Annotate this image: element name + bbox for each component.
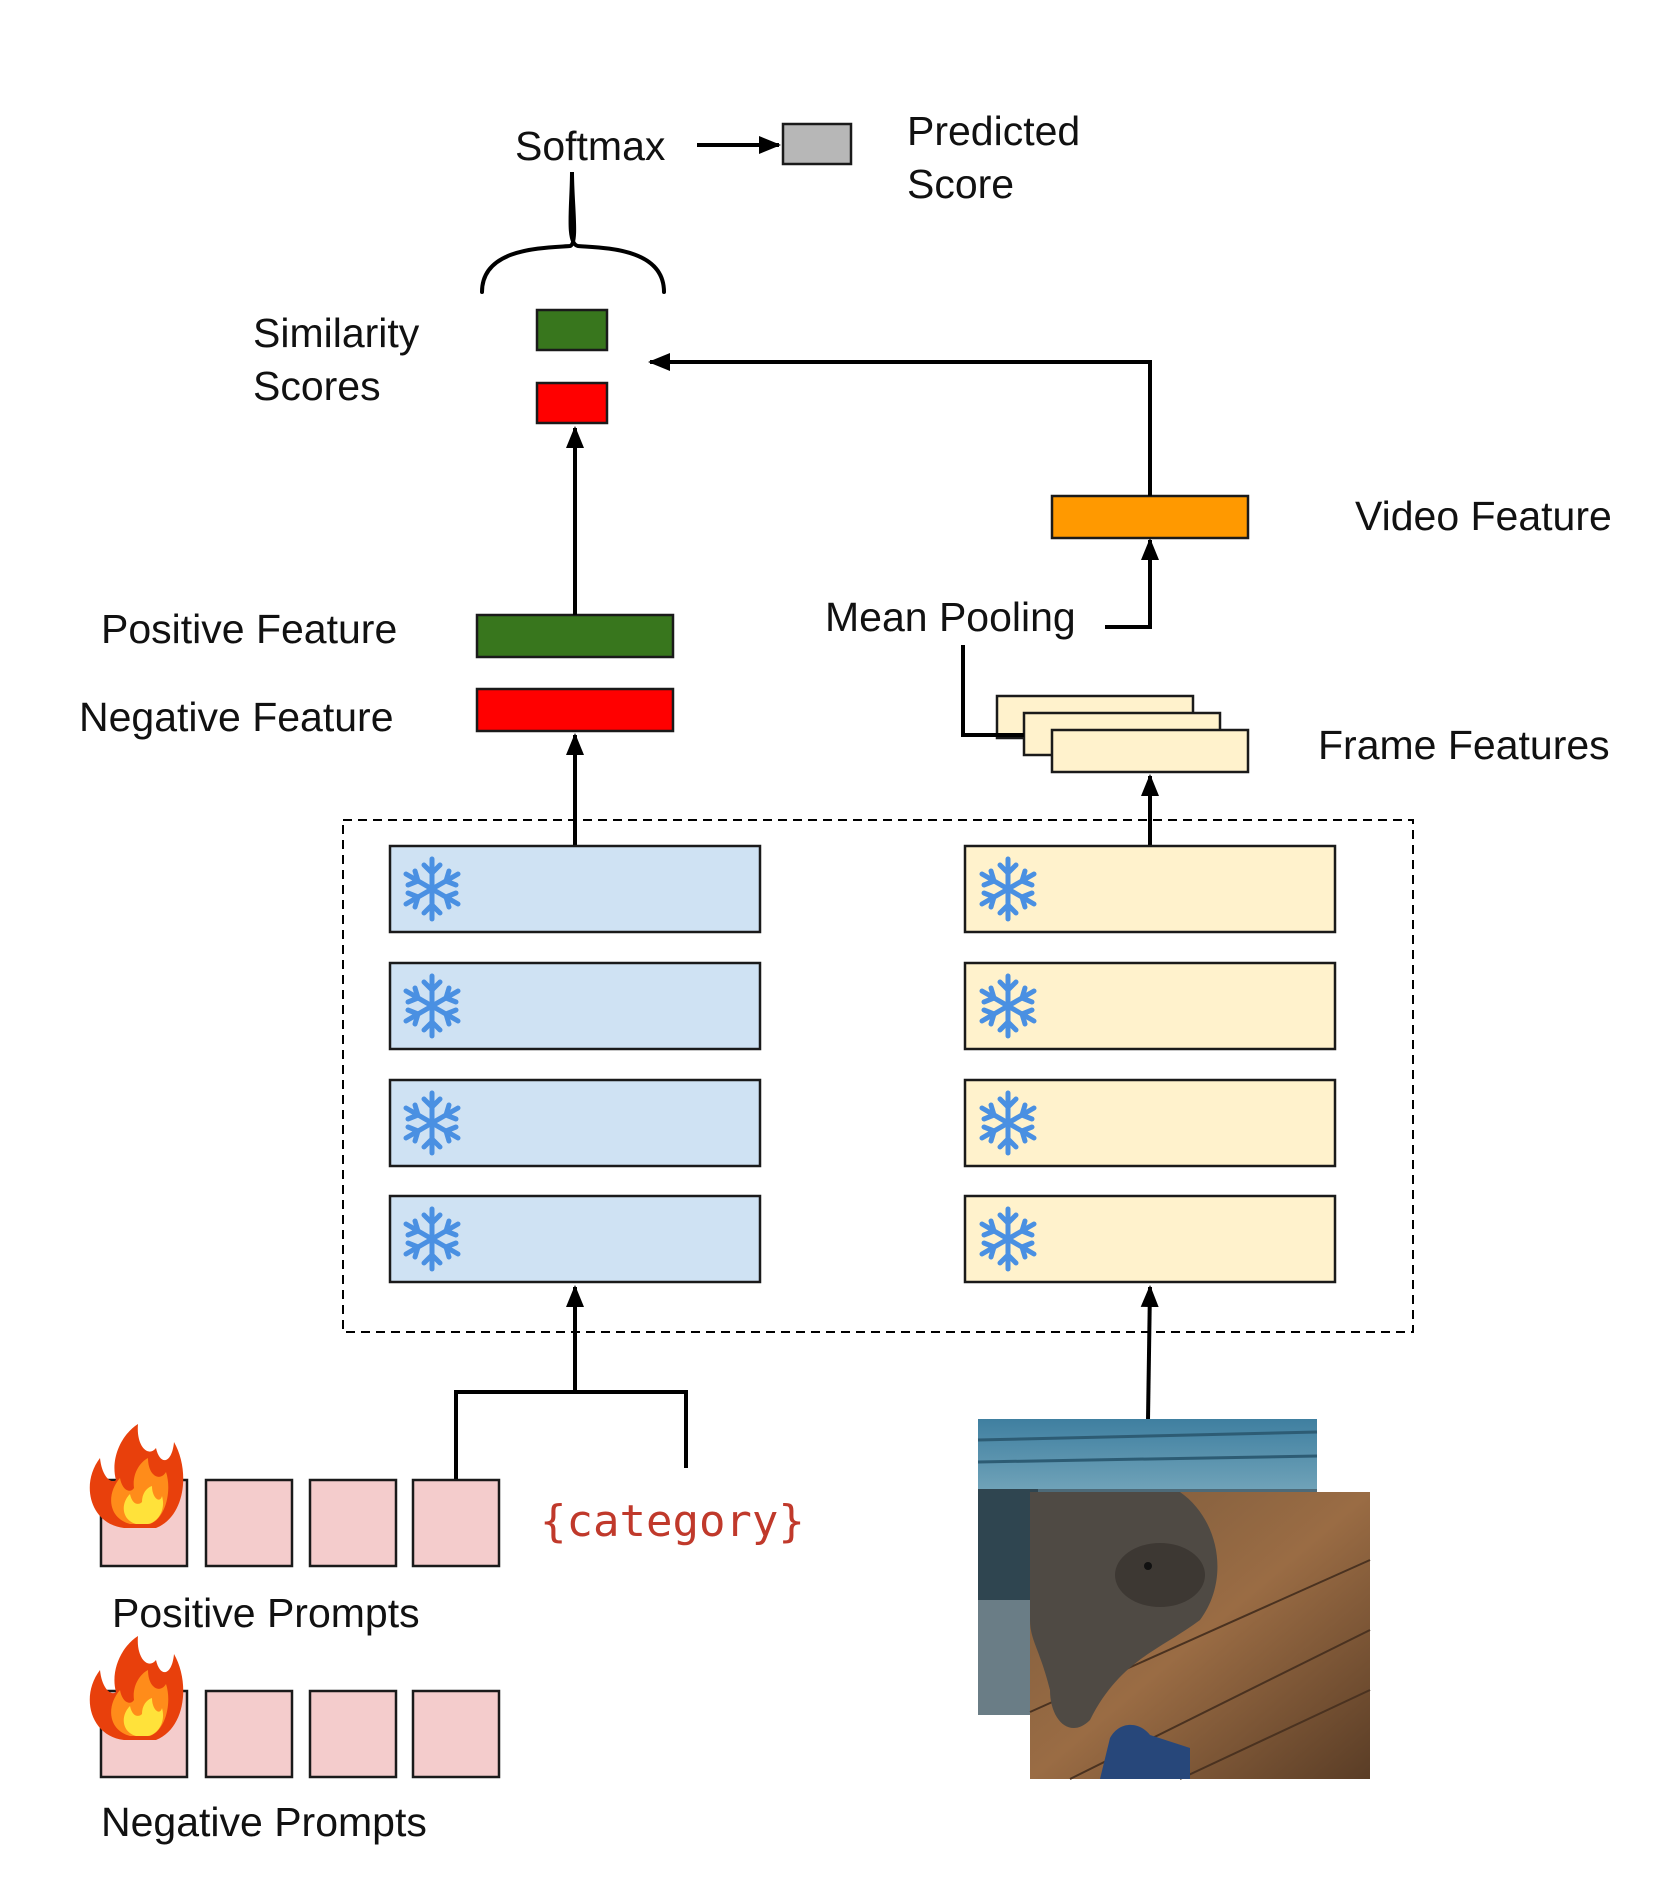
video-encoder-layer-box bbox=[963, 844, 1337, 934]
frame-feature-box-front bbox=[1050, 728, 1250, 774]
flame-icon bbox=[89, 1636, 184, 1740]
frame-features-label: Frame Features bbox=[1318, 722, 1610, 768]
video-encoder-layer bbox=[963, 1078, 1337, 1168]
predicted-score-label: Predicted Score bbox=[907, 108, 1092, 207]
text-encoder-layer bbox=[388, 1078, 762, 1168]
flame-icon bbox=[89, 1424, 184, 1528]
softmax-label: Softmax bbox=[515, 123, 666, 169]
category-placeholder: {category} bbox=[540, 1496, 805, 1547]
video-encoder-layer-box bbox=[963, 1078, 1337, 1168]
video-feature-box bbox=[1050, 494, 1250, 540]
positive-feature-box bbox=[475, 613, 675, 659]
similarity-negative-box bbox=[535, 381, 609, 425]
positive-feature-label: Positive Feature bbox=[101, 606, 397, 652]
video-encoder bbox=[963, 844, 1337, 1284]
video-feature-label: Video Feature bbox=[1355, 493, 1612, 539]
negative-prompts-label: Negative Prompts bbox=[101, 1799, 427, 1845]
similarity-scores-label-line2: Scores bbox=[253, 363, 381, 409]
frames-to-mean-pooling-connector bbox=[961, 645, 1024, 737]
video-encoder-layer bbox=[963, 844, 1337, 934]
text-encoder bbox=[388, 844, 762, 1284]
video-encoder-layer-box bbox=[963, 1194, 1337, 1284]
frozen-encoder-container bbox=[342, 819, 1414, 1333]
similarity-positive-box bbox=[535, 308, 609, 352]
text-encoder-layer bbox=[388, 844, 762, 934]
video-encoder-layer-box bbox=[963, 961, 1337, 1051]
similarity-scores-label-line1: Similarity bbox=[253, 310, 420, 356]
video-encoder-layer bbox=[963, 961, 1337, 1051]
text-encoder-layer bbox=[388, 961, 762, 1051]
negative-prompt-token bbox=[411, 1689, 501, 1779]
text-encoder-layer bbox=[388, 1194, 762, 1284]
text-encoder-layer-box bbox=[388, 844, 762, 934]
mean-pooling-to-video-arrow bbox=[1105, 538, 1159, 629]
predicted-score-box bbox=[781, 122, 853, 166]
negative-feature-box bbox=[475, 687, 675, 733]
positive-prompts-label: Positive Prompts bbox=[112, 1590, 420, 1636]
mean-pooling-label: Mean Pooling bbox=[825, 594, 1076, 640]
predicted-score-label-line1: Predicted bbox=[907, 108, 1080, 154]
video-encoder-layer bbox=[963, 1194, 1337, 1284]
text-encoder-layer-box bbox=[388, 961, 762, 1051]
positive-prompt-token bbox=[204, 1478, 294, 1568]
positive-prompt-token bbox=[308, 1478, 398, 1568]
video-frames-to-video-encoder-arrow bbox=[1140, 1285, 1159, 1421]
video-frame-front bbox=[1029, 1492, 1371, 1780]
predicted-score-label-line2: Score bbox=[907, 161, 1014, 207]
negative-prompt-token bbox=[308, 1689, 398, 1779]
text-encoder-layer-box bbox=[388, 1194, 762, 1284]
similarity-scores-label: Similarity Scores bbox=[253, 310, 431, 409]
text-encoder-layer-box bbox=[388, 1078, 762, 1168]
negative-prompt-tokens bbox=[89, 1636, 501, 1779]
video-to-similarity-arrow bbox=[648, 353, 1152, 496]
negative-feature-label: Negative Feature bbox=[79, 694, 394, 740]
prompt-merge-connector bbox=[454, 1390, 688, 1480]
positive-prompt-tokens bbox=[89, 1424, 501, 1568]
positive-prompt-token bbox=[411, 1478, 501, 1568]
curly-brace bbox=[480, 171, 666, 294]
negative-prompt-token bbox=[204, 1689, 294, 1779]
